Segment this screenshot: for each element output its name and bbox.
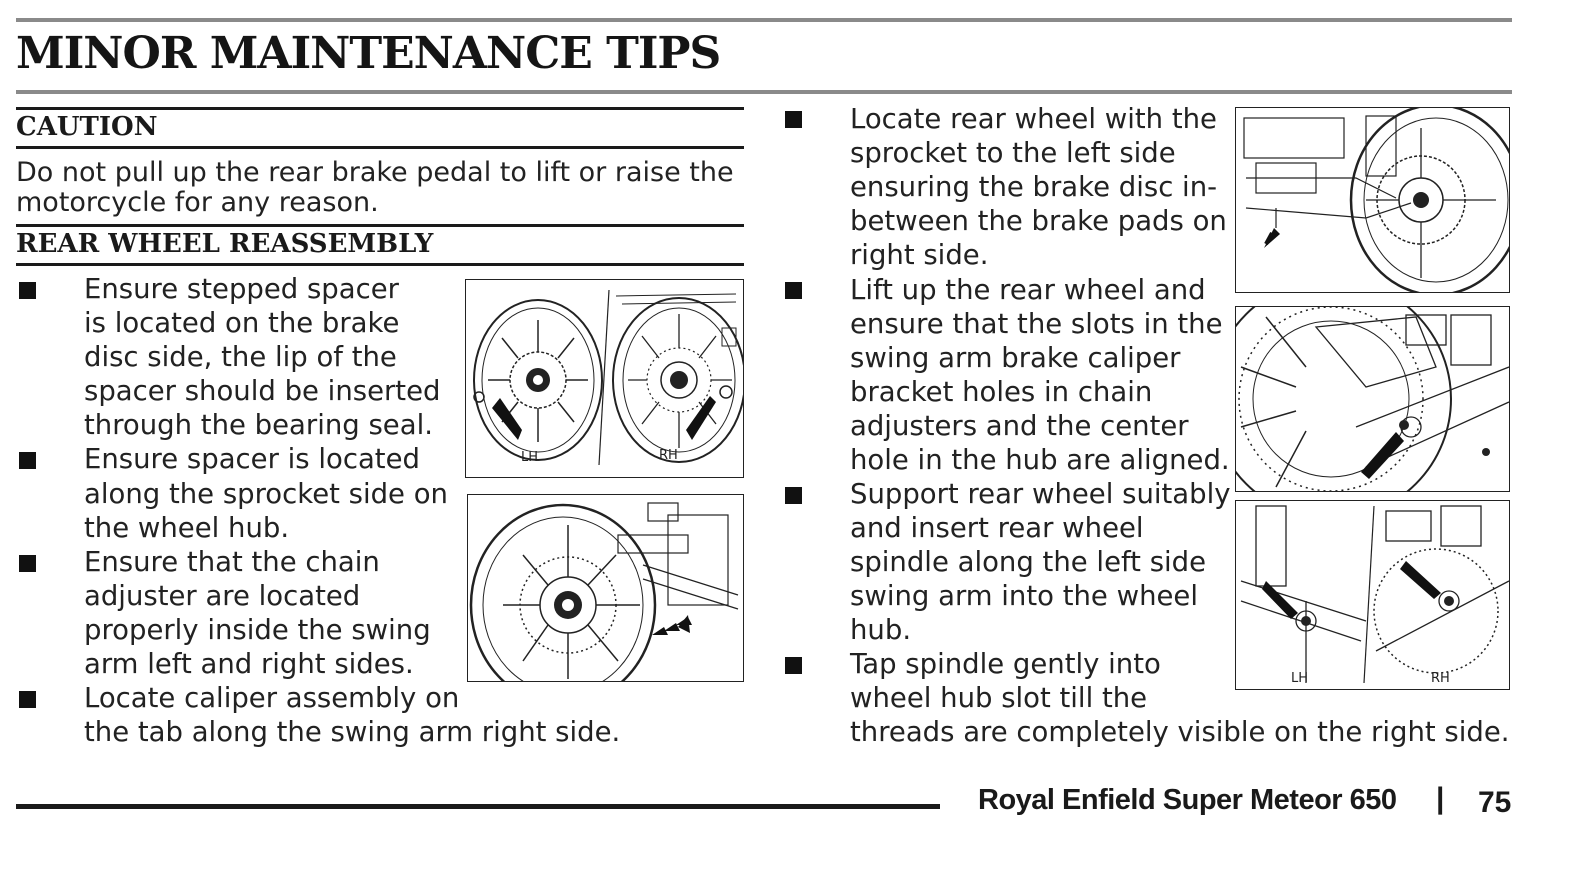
bullet-marker: [19, 452, 36, 469]
spindle-insertion-illustration: [1240, 505, 1509, 684]
wheel-spacer-illustration: [473, 289, 743, 466]
step-text-line: adjuster are located: [84, 580, 361, 612]
step-text-line: the wheel hub.: [84, 512, 290, 544]
bullet-marker: [19, 555, 36, 572]
step-text-line: Locate rear wheel with the: [850, 103, 1217, 135]
step-text-line: Ensure stepped spacer: [84, 273, 399, 305]
step-text-line: properly inside the swing: [84, 614, 431, 646]
step-text-line: Ensure spacer is located: [84, 443, 420, 475]
step-text-line: between the brake pads on: [850, 205, 1227, 237]
bullet-marker: [785, 282, 802, 299]
bullet-marker: [19, 282, 36, 299]
figure-chain-adjuster: [467, 494, 744, 682]
step-text-line: Locate caliper assembly on: [84, 682, 460, 714]
step-text-line: sprocket to the left side: [850, 137, 1176, 169]
caution-under-bar: [16, 146, 744, 149]
figure-swing-arm-alignment: [1235, 306, 1510, 492]
step-text-line: Ensure that the chain: [84, 546, 380, 578]
step-text-line: ensuring the brake disc in-: [850, 171, 1218, 203]
step-text-line: along the sprocket side on: [84, 478, 448, 510]
step-text-line: Lift up the rear wheel and: [850, 274, 1206, 306]
figure-spindle-insertion: LH RH: [1235, 500, 1510, 690]
footer-model-name: Royal Enfield Super Meteor 650: [978, 784, 1397, 816]
step-text-line: swing arm brake caliper: [850, 342, 1181, 374]
caution-text-line-2: motorcycle for any reason.: [16, 187, 379, 218]
page-number: 75: [1478, 786, 1512, 819]
caution-heading: CAUTION: [16, 112, 158, 142]
step-text-line: Tap spindle gently into: [850, 648, 1161, 680]
page-title: MINOR MAINTENANCE TIPS: [16, 28, 721, 79]
figure-rear-wheel-sprocket: [1235, 107, 1510, 293]
step-text-line: ensure that the slots in the: [850, 308, 1223, 340]
step-text-line: hole in the hub are aligned.: [850, 444, 1230, 476]
bullet-marker: [785, 111, 802, 128]
rear-wheel-sprocket-illustration: [1243, 108, 1509, 292]
top-rule: [16, 18, 1512, 22]
step-text-line: Support rear wheel suitably: [850, 478, 1231, 510]
footer-rule: [16, 804, 940, 809]
figure-label-rh: RH: [659, 448, 678, 463]
step-text-line: arm left and right sides.: [84, 648, 414, 680]
section-heading: REAR WHEEL REASSEMBLY: [16, 229, 434, 259]
title-underline: [16, 90, 1512, 94]
footer-separator: |: [1436, 782, 1445, 815]
step-text-line: threads are completely visible on the ri…: [850, 716, 1510, 748]
step-text-line: and insert rear wheel: [850, 512, 1144, 544]
step-text-line: adjusters and the center: [850, 410, 1189, 442]
figure-label-lh: LH: [1291, 671, 1309, 686]
bullet-marker: [19, 691, 36, 708]
figure-label-rh: RH: [1431, 671, 1450, 686]
section-under-bar: [16, 263, 744, 266]
step-text-line: disc side, the lip of the: [84, 341, 397, 373]
step-text-line: spindle along the left side: [850, 546, 1207, 578]
figure-spacer-lh-rh: LH RH: [465, 279, 744, 478]
step-text-line: swing arm into the wheel: [850, 580, 1198, 612]
step-text-line: through the bearing seal.: [84, 409, 433, 441]
caution-bottom-bar: [16, 224, 744, 227]
chain-adjuster-illustration: [469, 502, 739, 681]
step-text-line: right side.: [850, 239, 989, 271]
caution-text-line-1: Do not pull up the rear brake pedal to l…: [16, 157, 734, 188]
step-text-line: is located on the brake: [84, 307, 400, 339]
figure-label-lh: LH: [521, 450, 539, 465]
bullet-marker: [785, 657, 802, 674]
step-text-line: the tab along the swing arm right side.: [84, 716, 621, 748]
step-text-line: bracket holes in chain: [850, 376, 1153, 408]
step-text-line: wheel hub slot till the: [850, 682, 1148, 714]
bullet-marker: [785, 487, 802, 504]
step-text-line: spacer should be inserted: [84, 375, 441, 407]
swing-arm-alignment-illustration: [1236, 307, 1509, 491]
step-text-line: hub.: [850, 614, 912, 646]
caution-top-bar: [16, 107, 744, 110]
